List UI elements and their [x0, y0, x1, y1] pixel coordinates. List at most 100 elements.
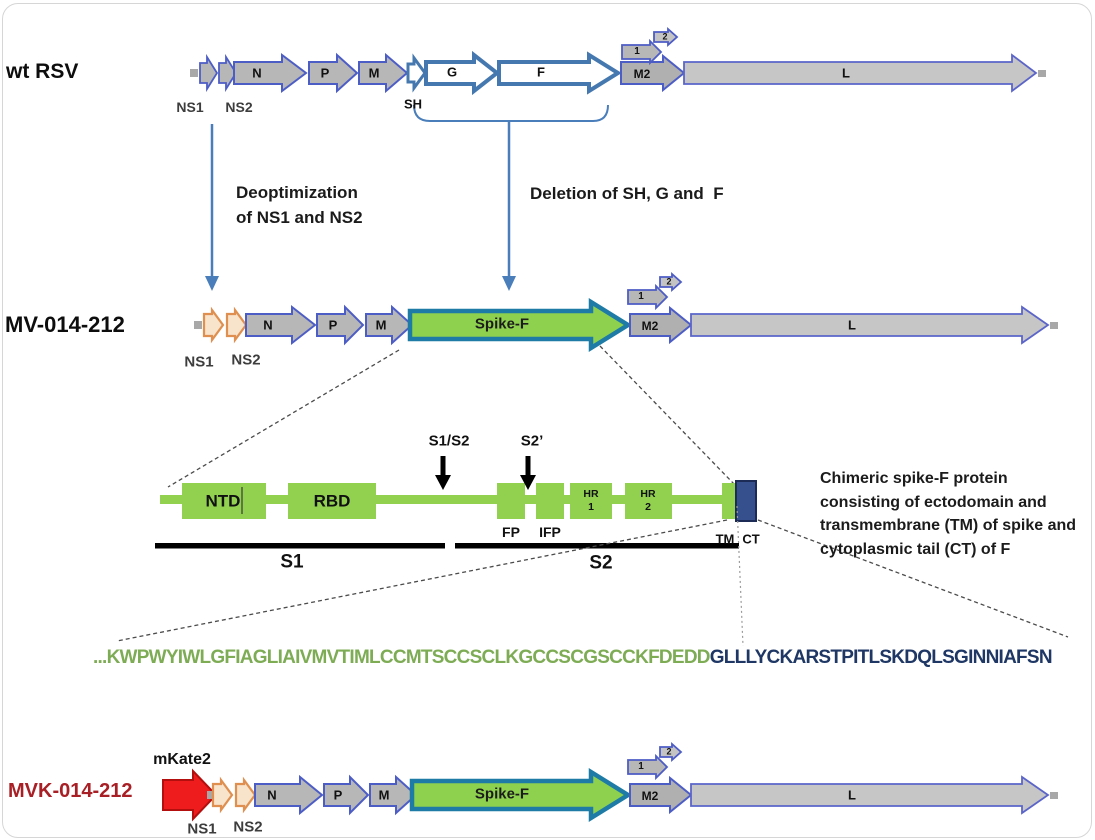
gene-arrow-m2 [629, 775, 693, 815]
gene-arrow-spike-f [409, 767, 633, 823]
gene-arrow-sh [406, 53, 427, 93]
genome-trailer-tick [1050, 792, 1058, 799]
gene-arrow-l [690, 775, 1050, 815]
wt-rsv-genome-row [190, 26, 1046, 96]
mvk-l-label: L [848, 787, 856, 803]
tm-domain-box [722, 483, 736, 519]
ntd-domain-box [182, 483, 266, 519]
hr2-label-bottom: 2 [645, 500, 651, 513]
gene-arrow-ns1-deopt [202, 306, 225, 344]
mv-014-212-row-title: MV-014-212 [5, 312, 125, 337]
gene-arrow-m2 [629, 305, 693, 345]
wt-l-label: L [842, 65, 850, 81]
chimeric-protein-caption: Chimeric spike-F protein consisting of e… [820, 470, 1077, 558]
deletion-annotation: Deletion of SH, G and F [530, 184, 724, 203]
fp-domain-box [497, 483, 525, 519]
ifp-domain-box [536, 483, 564, 519]
s1s2-cleavage-arrowhead-icon [435, 475, 451, 490]
genome-leader-tick [207, 791, 214, 799]
wt-g-label: G [446, 64, 458, 80]
mvk-014-212-genome-row [162, 741, 1058, 823]
rbd-label: RBD [313, 491, 351, 511]
wt-p-label: P [320, 65, 330, 81]
mv-l-label: L [848, 317, 856, 333]
mv-m2-orf2-label: 2 [666, 276, 672, 287]
mvk-ns2-label: NS2 [233, 818, 263, 836]
gene-arrow-m2-orf1 [627, 283, 669, 311]
s2-subunit-bar [455, 543, 739, 549]
tm-ct-boundary-dotted-line [736, 505, 744, 647]
zoom-connector-right-dashed [599, 345, 735, 485]
wt-m-label: M [368, 65, 380, 81]
hr2-label-top: HR [640, 487, 656, 500]
gene-arrow-ns2-deopt [234, 776, 257, 814]
mv-ns2-label: NS2 [231, 351, 261, 369]
gene-arrow-ns2 [218, 53, 238, 93]
gene-arrow-p [316, 304, 365, 346]
mv-m-label: M [375, 317, 387, 333]
deoptimization-annotation: Deoptimization of NS1 and NS2 [236, 183, 363, 227]
mv-ns1-label: NS1 [184, 353, 214, 371]
deletion-arrowhead-icon [502, 276, 516, 291]
mkate2-label: mKate2 [153, 751, 211, 768]
deoptimization-arrowhead-icon [205, 276, 219, 291]
mvk-n-label: N [267, 787, 277, 803]
sequence-connector-right-dashed [757, 519, 1069, 638]
sequence-connector-left-dashed [116, 519, 728, 642]
gene-arrow-l [683, 53, 1038, 93]
gene-arrow-l [690, 305, 1050, 345]
mv-n-label: N [263, 317, 273, 333]
gene-arrow-m2-orf2 [653, 26, 679, 48]
s1-subunit-bar [155, 543, 445, 549]
gene-arrow-n [245, 304, 317, 346]
gene-arrow-ns2-deopt [225, 306, 248, 344]
gene-arrow-p [323, 774, 370, 816]
ct-label: CT [742, 531, 760, 547]
mv-014-212-genome-row [194, 271, 1058, 353]
s1s2-cleavage-label: S1/S2 [428, 432, 470, 450]
wt-ns2-label: NS2 [225, 99, 253, 115]
mvk-ns1-label: NS1 [187, 820, 217, 838]
gene-arrow-ns1 [199, 53, 219, 93]
wt-m2-label: M2 [633, 67, 651, 81]
f-tail-sequence-segment: GLLLYCKARSTPITLSKDQLSGINNIAFSN [709, 647, 1053, 668]
mv-m2-orf1-label: 1 [638, 291, 644, 302]
gene-arrow-m [369, 774, 418, 816]
s2-subunit-label: S2 [589, 552, 613, 574]
gene-arrow-f [497, 51, 622, 95]
hr1-domain-box [570, 483, 612, 519]
mvk-m2-orf2-label: 2 [666, 746, 672, 757]
mvk-014-212-row-title: MVK-014-212 [8, 780, 133, 802]
s2prime-cleavage-arrowhead-icon [520, 475, 536, 490]
mv-m2-label: M2 [641, 319, 659, 333]
deletion-brace [413, 104, 609, 122]
mvk-m2-label: M2 [641, 789, 659, 803]
wt-ns1-label: NS1 [176, 99, 204, 115]
mvk-spike-f-label: Spike-F [474, 785, 530, 803]
domain-backbone-line [160, 495, 740, 504]
gene-arrow-n [254, 774, 324, 816]
genome-leader-tick [190, 69, 198, 77]
genome-leader-tick [194, 321, 202, 329]
gene-arrow-m2-orf1 [627, 753, 669, 781]
mvk-m2-orf1-label: 1 [638, 761, 644, 772]
wt-m2-orf2-label: 2 [662, 31, 668, 42]
s2prime-cleavage-label: S2’ [520, 432, 544, 450]
gene-arrow-m2 [620, 53, 686, 93]
gene-arrow-ns1-deopt [211, 776, 234, 814]
ifp-label: IFP [539, 524, 561, 540]
wt-f-label: F [537, 64, 545, 80]
gene-arrow-m [365, 304, 414, 346]
mv-spike-f-label: Spike-F [474, 315, 530, 333]
mkate2-gene-arrow [162, 768, 218, 822]
hr1-label-bottom: 1 [588, 500, 594, 513]
genome-trailer-tick [1038, 70, 1046, 77]
junction-sequence: ...KWPWYIWLGFIAGLIAIVMVTIMLCCMTSCCSCLKGC… [93, 647, 1053, 670]
gene-arrow-p [308, 52, 359, 94]
gene-arrow-g [424, 50, 501, 96]
ntd-label: NTD [205, 491, 241, 511]
tm-label: TM [715, 531, 735, 547]
wt-m2-orf1-label: 1 [634, 46, 640, 57]
